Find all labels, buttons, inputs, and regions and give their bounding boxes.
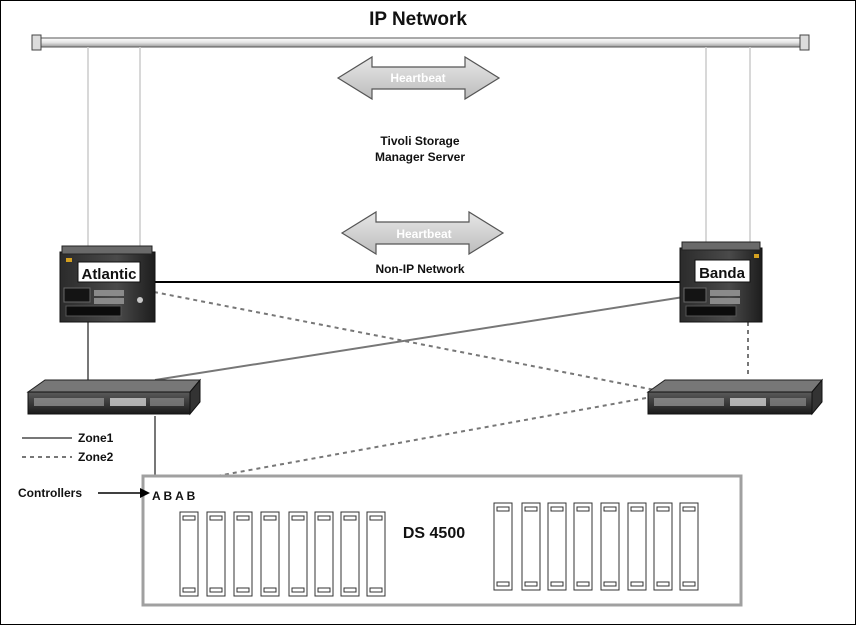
banda-server: Banda [680,242,762,322]
tsm-label-line2: Manager Server [375,150,465,164]
disk-drive [180,512,198,596]
ip-network-title: IP Network [369,9,467,30]
non-ip-network-label: Non-IP Network [375,262,464,276]
disk-drive [654,503,672,590]
atlantic-label: Atlantic [81,266,136,283]
disk-drive [494,503,512,590]
disk-drive [315,512,333,596]
disk-drive [207,512,225,596]
atlantic-server: Atlantic [60,246,155,322]
disk-drive [548,503,566,590]
disk-drive [341,512,359,596]
controller-letters: A B A B [152,489,196,503]
ds4500-label: DS 4500 [403,525,465,542]
disk-drive [367,512,385,596]
left-fc-switch [28,380,200,414]
disk-drive [234,512,252,596]
legend-zone1-label: Zone1 [78,431,114,445]
heartbeat-arrow-top: Heartbeat [338,57,499,99]
disk-drive [601,503,619,590]
banda-label: Banda [699,265,746,282]
controllers-label: Controllers [18,486,82,500]
disk-drive [680,503,698,590]
heartbeat-label-top: Heartbeat [390,71,445,85]
disk-drive [574,503,592,590]
disk-drive [289,512,307,596]
controllers-arrow [98,488,150,498]
heartbeat-arrow-bottom: Heartbeat [342,212,503,254]
right-fc-switch [648,380,822,414]
heartbeat-label-bottom: Heartbeat [396,227,451,241]
legend-zone2-label: Zone2 [78,450,114,464]
tsm-label-line1: Tivoli Storage [380,134,459,148]
disk-drive [628,503,646,590]
ip-network-bar [32,35,809,50]
legend: Zone1 Zone2 [22,431,114,464]
disk-drive [522,503,540,590]
disk-drive [261,512,279,596]
